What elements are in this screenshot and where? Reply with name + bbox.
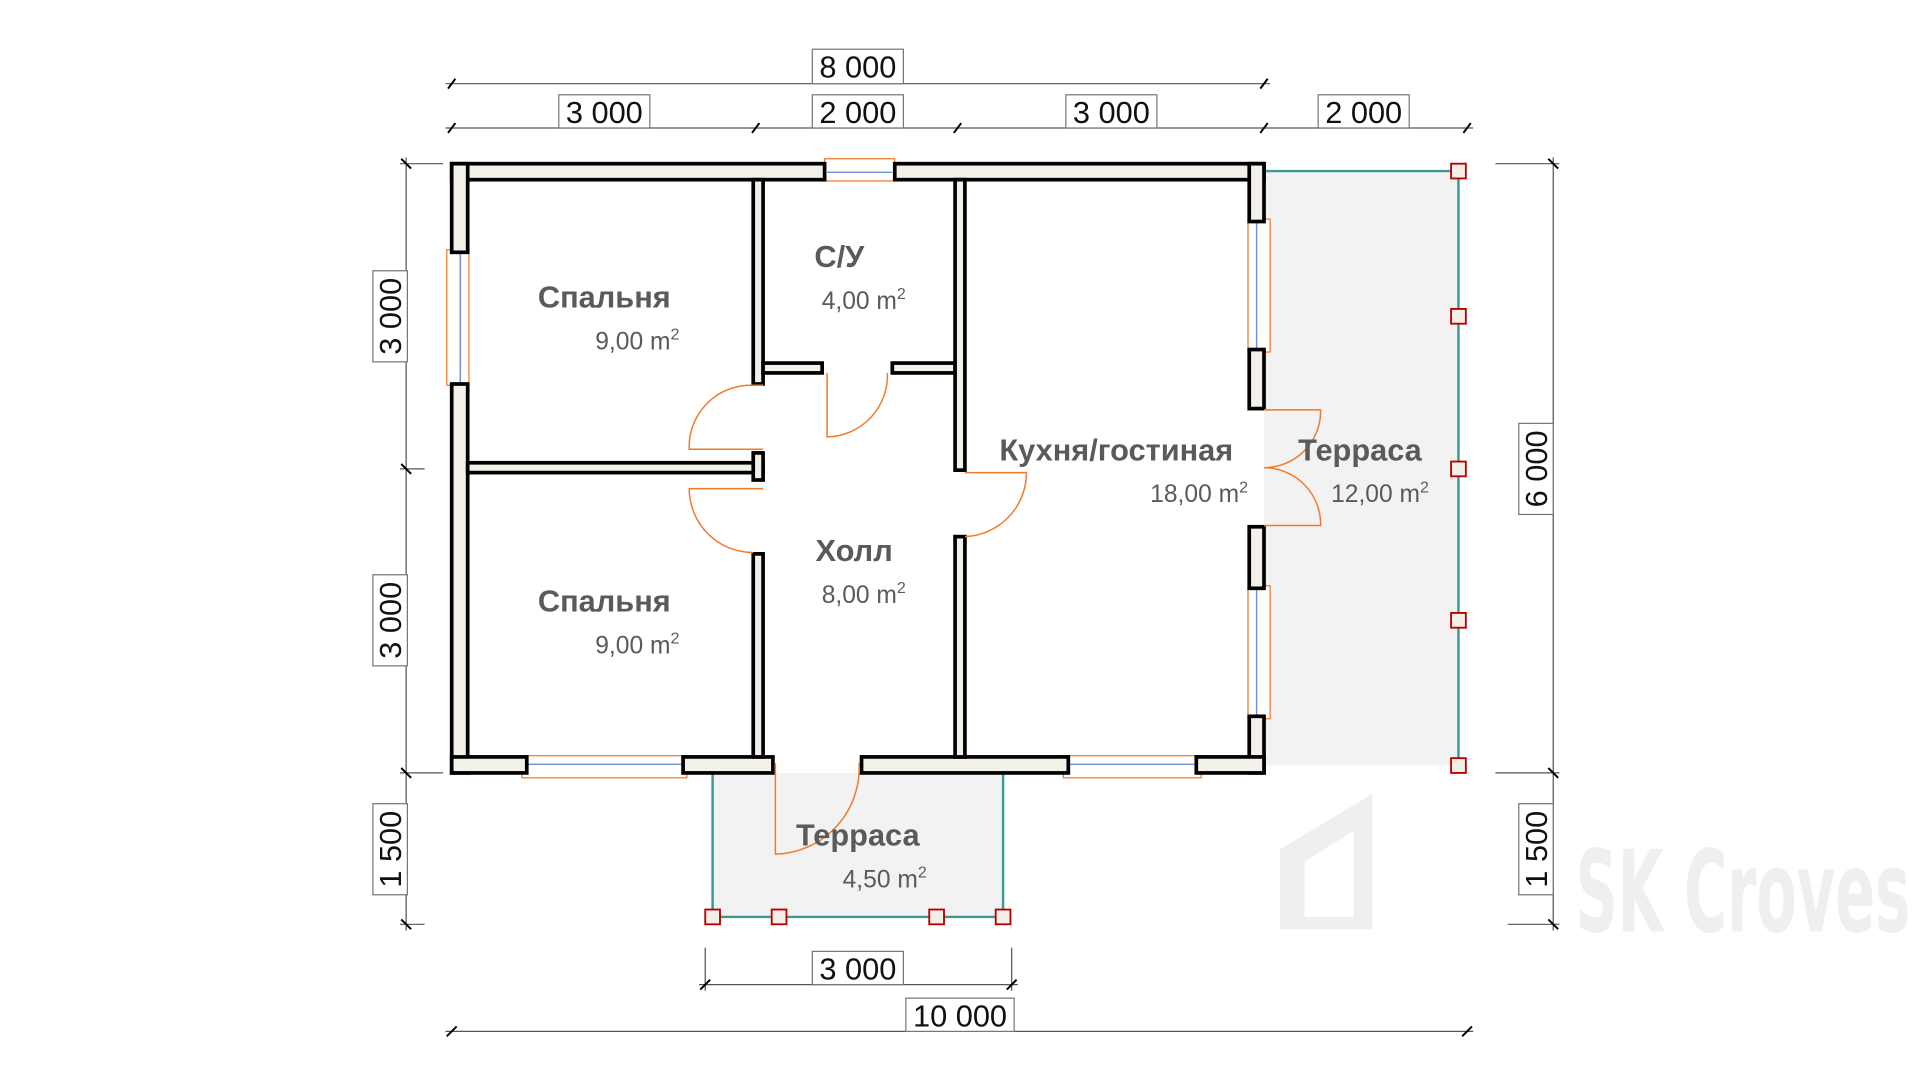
svg-text:Спальня: Спальня <box>538 584 671 619</box>
svg-text:10 000: 10 000 <box>913 998 1007 1033</box>
svg-text:3 000: 3 000 <box>1073 95 1150 130</box>
svg-text:12,00 m2: 12,00 m2 <box>1331 479 1429 508</box>
watermark-text: SK Croves <box>1575 827 1910 959</box>
svg-text:Спальня: Спальня <box>538 280 671 315</box>
window <box>521 755 688 779</box>
dimension-top-total: 8 000 <box>445 48 1271 90</box>
terrace-right-floor <box>1264 171 1459 766</box>
walls <box>449 161 1266 775</box>
svg-text:С/У: С/У <box>814 239 865 274</box>
window <box>1247 218 1271 353</box>
room-bedroom-2: Спальня 9,00 m2 <box>538 584 680 660</box>
dimension-left: 3 000 3 000 1 500 <box>372 157 444 931</box>
svg-text:9,00 m2: 9,00 m2 <box>595 327 679 356</box>
svg-text:2 000: 2 000 <box>1325 95 1402 130</box>
svg-text:Холл: Холл <box>816 533 893 568</box>
svg-text:8,00 m2: 8,00 m2 <box>822 580 906 609</box>
terrace-bottom-floor <box>712 772 1004 917</box>
svg-text:1 500: 1 500 <box>1519 811 1554 888</box>
svg-text:3 000: 3 000 <box>373 278 408 355</box>
svg-text:3 000: 3 000 <box>819 952 896 987</box>
room-terrace-bottom: Терраса 4,50 m2 <box>796 818 927 894</box>
post <box>1450 757 1467 774</box>
dimension-bottom-total: 10 000 <box>445 997 1474 1038</box>
room-bathroom: С/У 4,00 m2 <box>814 239 906 315</box>
terrace-posts <box>704 162 1467 926</box>
post <box>770 908 788 926</box>
dimension-right: 6 000 1 500 <box>1495 157 1560 931</box>
svg-text:18,00 m2: 18,00 m2 <box>1150 479 1248 508</box>
window <box>1247 585 1271 720</box>
post <box>1450 162 1467 180</box>
watermark-logo: SK Croves <box>1280 793 1910 959</box>
svg-text:9,00 m2: 9,00 m2 <box>595 631 679 660</box>
dimension-bottom-terrace: 3 000 <box>699 947 1018 991</box>
svg-text:4,50 m2: 4,50 m2 <box>843 865 927 894</box>
door-bedroom1 <box>688 384 764 450</box>
door-entrance <box>774 763 860 855</box>
room-hall: Холл 8,00 m2 <box>816 533 906 609</box>
svg-text:1 500: 1 500 <box>373 811 408 888</box>
post <box>704 908 721 926</box>
post <box>1450 460 1467 478</box>
window <box>1062 755 1202 779</box>
door-bathroom <box>826 372 889 438</box>
post <box>994 908 1012 926</box>
doors <box>688 372 1322 855</box>
post <box>1450 308 1467 325</box>
svg-text:3 000: 3 000 <box>566 95 643 130</box>
svg-text:3 000: 3 000 <box>373 582 408 659</box>
door-kitchen <box>964 471 1028 538</box>
door-bedroom2 <box>688 487 764 554</box>
room-terrace-right: Терраса 12,00 m2 <box>1298 432 1429 508</box>
svg-text:Кухня/гостиная: Кухня/гостиная <box>999 432 1233 467</box>
dimension-top-segments: 3 000 2 000 3 000 2 000 <box>445 94 1474 134</box>
svg-text:4,00 m2: 4,00 m2 <box>822 286 906 315</box>
window <box>824 158 896 182</box>
room-kitchen-living: Кухня/гостиная 18,00 m2 <box>999 432 1248 508</box>
svg-text:6 000: 6 000 <box>1519 430 1554 507</box>
post <box>1450 612 1467 629</box>
svg-text:Терраса: Терраса <box>1298 432 1422 467</box>
svg-text:8 000: 8 000 <box>819 50 896 85</box>
svg-text:2 000: 2 000 <box>819 95 896 130</box>
svg-text:Терраса: Терраса <box>796 818 920 853</box>
window <box>446 249 470 386</box>
room-bedroom-1: Спальня 9,00 m2 <box>538 280 680 356</box>
door-terrace <box>1263 409 1322 527</box>
post <box>928 908 945 926</box>
